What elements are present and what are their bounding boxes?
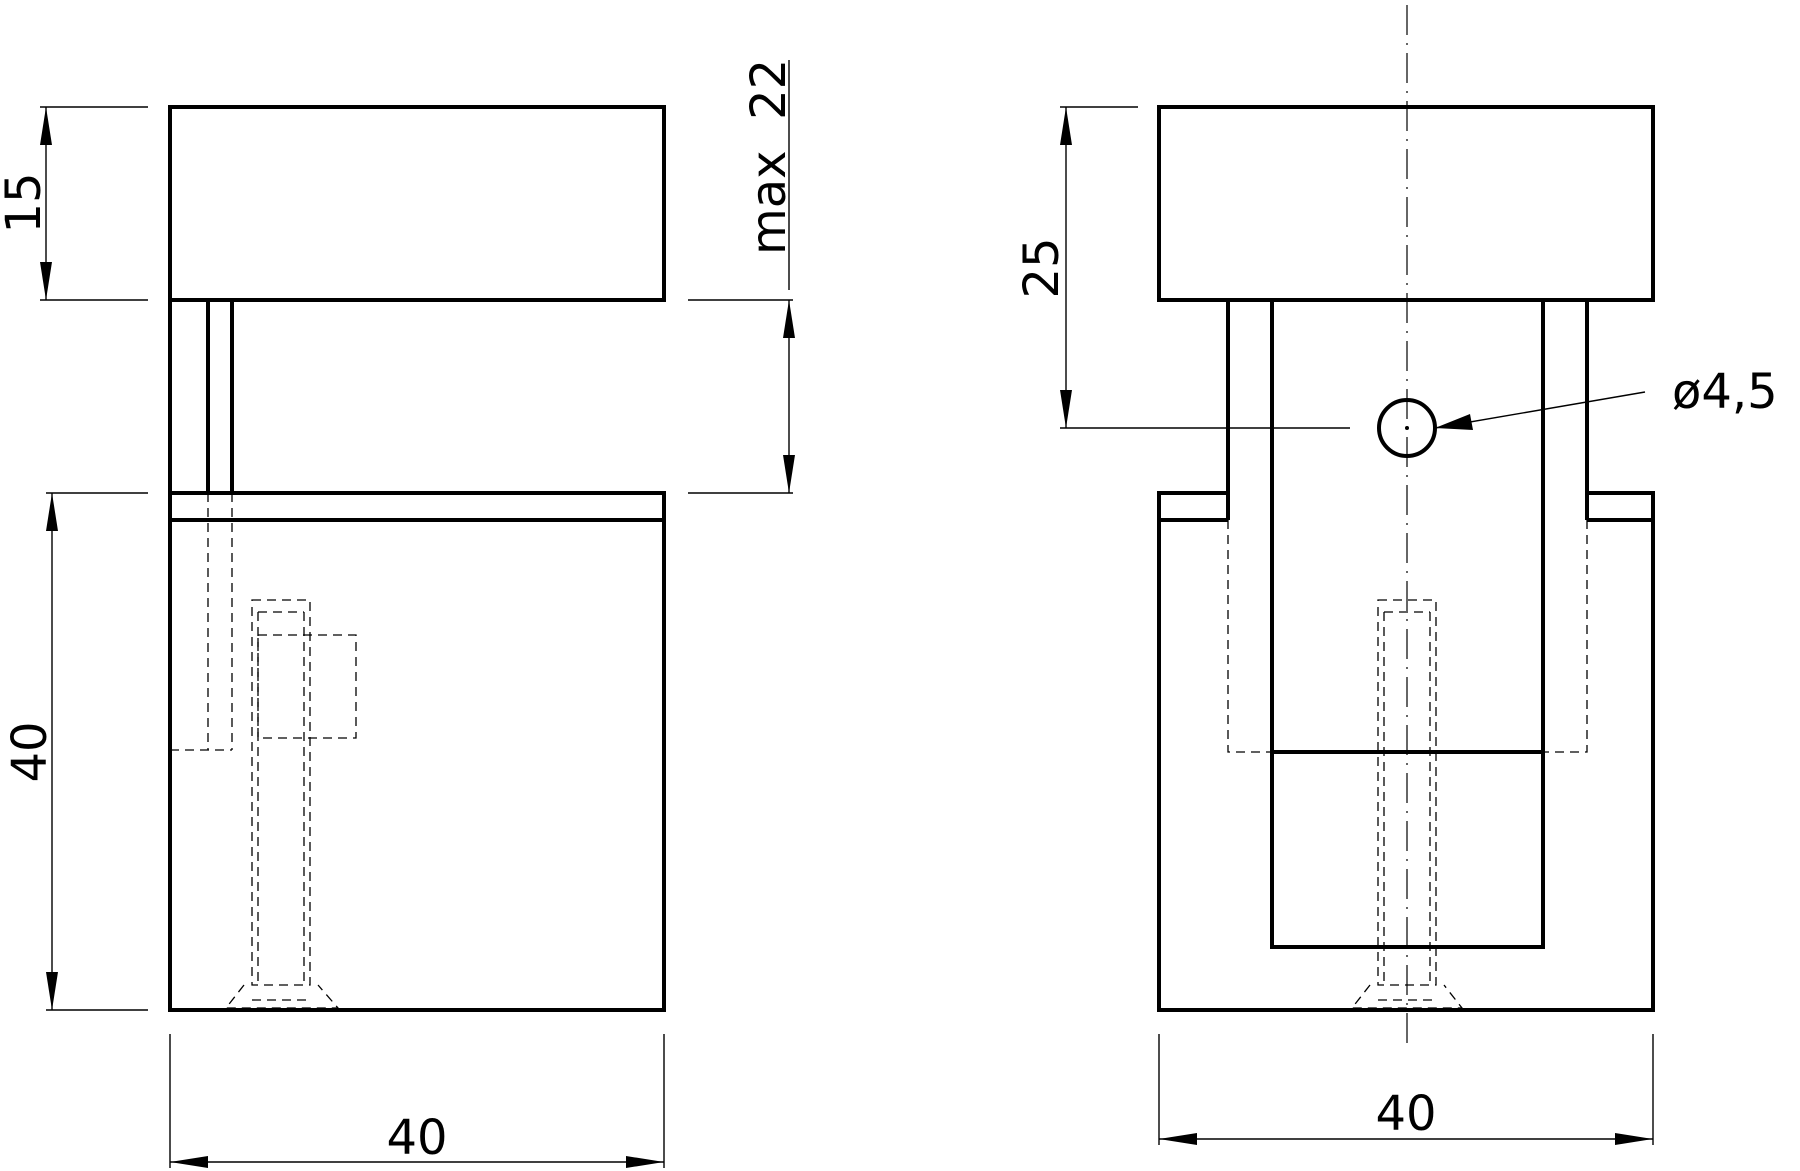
side-view: 25 ø4,5 40 xyxy=(1014,5,1778,1145)
front-hidden-features xyxy=(170,493,357,1009)
dim-front-top-height: 15 xyxy=(0,106,148,301)
dim-front-body-height-label: 40 xyxy=(2,721,58,782)
dim-front-body-height: 40 xyxy=(2,492,148,1011)
dim-front-gap-label: max 22 xyxy=(741,59,797,255)
dim-front-width-label: 40 xyxy=(386,1110,447,1166)
side-top-cap xyxy=(1157,105,1655,302)
front-base-body xyxy=(168,491,666,1012)
dim-side-hole-height: 25 xyxy=(1014,106,1350,429)
side-base-outline xyxy=(1157,491,1655,1012)
dim-side-width-label: 40 xyxy=(1375,1086,1436,1142)
front-view: 15 max 22 40 40 xyxy=(0,59,797,1168)
front-top-cap xyxy=(168,105,666,302)
dim-side-hole-height-label: 25 xyxy=(1014,237,1070,298)
dim-side-hole-diameter-label: ø4,5 xyxy=(1672,364,1778,420)
dim-front-width: 40 xyxy=(169,1034,665,1168)
dim-side-width: 40 xyxy=(1158,1034,1654,1145)
dim-front-top-height-label: 15 xyxy=(0,172,52,233)
dim-front-gap: max 22 xyxy=(688,59,797,494)
side-hidden-features xyxy=(1227,520,1588,1009)
dim-side-hole-diameter: ø4,5 xyxy=(1434,364,1778,430)
